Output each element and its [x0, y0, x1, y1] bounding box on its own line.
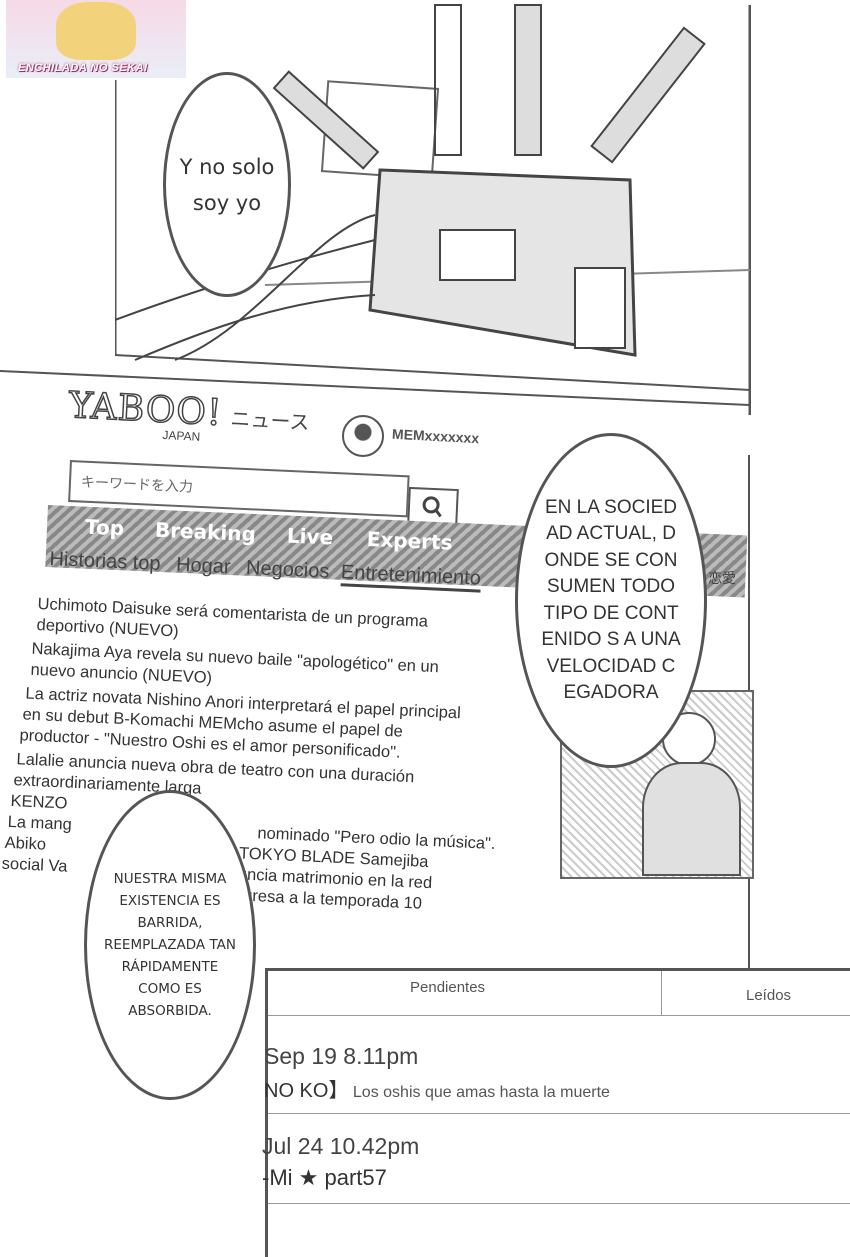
right-tags: 恋愛 [708, 570, 736, 586]
speech-bubble-left-text: NUESTRA MISMA EXISTENCIA ES BARRIDA, REE… [104, 871, 236, 1019]
bookmark-title: Los oshis que amas hasta la muerte [352, 1084, 610, 1101]
category-historias-top[interactable]: Historias top [49, 548, 162, 576]
tab-pendientes[interactable]: Pendientes [268, 971, 662, 1016]
news-headline-5[interactable]: KENZO [10, 791, 68, 813]
bookmark-item[interactable]: Sep 19 8.11pm NO KO】 Los oshis que amas … [264, 1031, 850, 1114]
watermark-text: ENCHILADA NO SEKAI [18, 62, 148, 74]
tab-leidos-label: Leídos [746, 987, 792, 1004]
category-hogar[interactable]: Hogar [175, 553, 232, 579]
tab-leidos[interactable]: Leídos [662, 971, 850, 1016]
bookmark-title-row: NO KO】 Los oshis que amas hasta la muert… [264, 1074, 610, 1103]
site-logo-news: ニュース [229, 408, 310, 435]
category-negocios[interactable]: Negocios [245, 556, 330, 583]
user-name[interactable]: MEMxxxxxxx [391, 425, 480, 447]
tab-pendientes-label: Pendientes [410, 979, 486, 996]
speech-bubble-right-text: EN LA SOCIEDAD ACTUAL, DONDE SE CONSUMEN… [541, 496, 681, 704]
search-button[interactable] [407, 486, 459, 528]
tab-top[interactable]: Top [84, 514, 125, 541]
news-headline-7[interactable]: Abiko [4, 833, 47, 854]
site-logo-sub: JAPAN [162, 427, 201, 444]
bookmark-date: Jul 24 10.42pm [262, 1133, 420, 1159]
tab-experts[interactable]: Experts [366, 526, 454, 555]
tab-live[interactable]: Live [286, 523, 334, 550]
bookmark-tag: NO KO】 [264, 1080, 349, 1102]
news-headline-6[interactable]: La mang [7, 812, 73, 834]
category-entretenimiento[interactable]: Entretenimiento [340, 561, 482, 593]
site-logo-text: YABOO! [67, 384, 224, 434]
news-headline-8[interactable]: social Va [1, 854, 68, 876]
bookmark-item[interactable]: Jul 24 10.42pm -Mi ★ part57 [262, 1119, 850, 1204]
bookmark-date: Sep 19 8.11pm [264, 1043, 419, 1069]
bookmarks-panel: Pendientes Leídos Sep 19 8.11pm NO KO】 L… [262, 968, 850, 1257]
bookmark-tag: -Mi ★ part57 [262, 1165, 387, 1190]
user-avatar-icon[interactable] [342, 415, 384, 457]
speech-bubble-left: NUESTRA MISMA EXISTENCIA ES BARRIDA, REE… [84, 790, 256, 1100]
news-photo-person-body [642, 762, 741, 876]
news-headline-1b[interactable]: deportivo (NUEVO) [36, 615, 180, 641]
speech-bubble-right: EN LA SOCIEDAD ACTUAL, DONDE SE CONSUMEN… [515, 433, 707, 768]
search-icon [422, 496, 442, 518]
watermark-character-image [56, 2, 136, 60]
search-placeholder: キーワードを入力 [80, 473, 194, 495]
tab-breaking[interactable]: Breaking [154, 517, 257, 547]
speech-bubble-top: Y no solo soy yo [163, 72, 291, 297]
watermark-logo: ENCHILADA NO SEKAI [6, 0, 186, 78]
speech-bubble-top-text: Y no solo soy yo [179, 154, 275, 215]
